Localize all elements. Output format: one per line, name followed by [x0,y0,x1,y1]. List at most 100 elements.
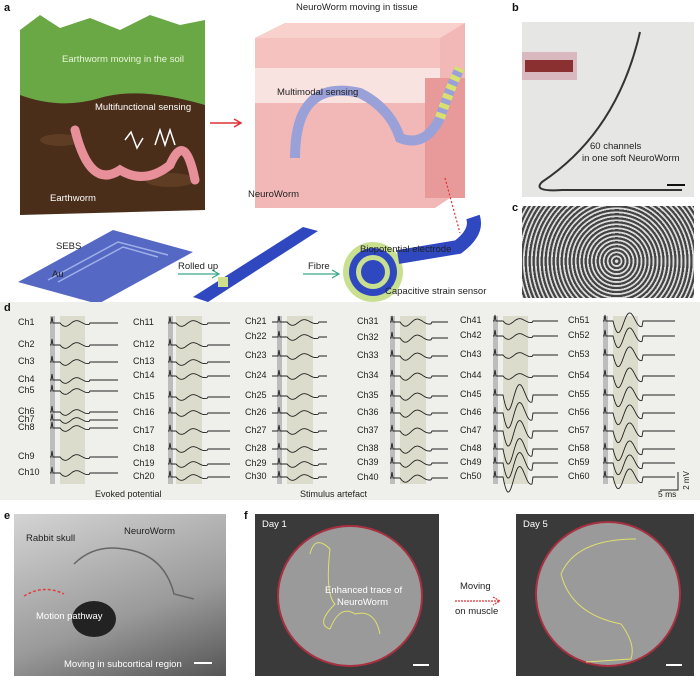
channel-trace [390,456,448,468]
channel-label: Ch14 [133,370,155,380]
day5-xray [516,514,694,676]
channel-label: Ch12 [133,339,155,349]
channel-trace [493,402,558,429]
stimulus-band [50,316,55,484]
channel-trace [272,424,327,435]
day1-label: Day 1 [262,519,287,530]
channel-label: Ch60 [568,471,590,481]
evoked-band [287,316,313,484]
channel-trace [603,327,675,349]
channel-trace [493,329,558,340]
channel-trace [390,315,448,327]
channel-label: Ch18 [133,443,155,453]
channel-trace [50,466,118,477]
recording-panel [0,302,700,500]
channel-trace [493,314,558,325]
channel-trace [603,367,675,389]
channel-label: Ch36 [357,407,379,417]
channel-label: Ch9 [18,451,35,461]
channel-label: Ch37 [357,425,379,435]
channel-trace [272,406,327,417]
panel-label-d: d [4,302,11,314]
channel-label: Ch26 [245,407,267,417]
fabrication-illustration [18,214,481,304]
enhanced-trace-label: Enhanced trace of [325,585,403,596]
channel-trace [168,390,230,401]
channel-label: Ch20 [133,471,155,481]
channel-trace [390,424,448,436]
channel-trace [390,369,448,381]
day5-label: Day 5 [523,519,548,530]
channel-label: Ch15 [133,391,155,401]
soil-illustration [20,15,205,215]
channel-trace [168,470,230,481]
channel-label: Ch38 [357,443,379,453]
stimulus-band [493,316,498,484]
channel-trace [168,442,230,453]
channel-trace [272,369,327,380]
moving-label: Moving [460,581,491,592]
panel-label-a: a [4,2,11,14]
channel-label: Ch1 [18,317,35,327]
channel-label: Ch19 [133,458,155,468]
motion-pathway-label: Motion pathway [36,611,103,622]
channel-label: Ch53 [568,349,590,359]
channel-label: Ch29 [245,458,267,468]
panel-label-e: e [4,510,11,522]
sem-image [522,206,694,298]
channel-trace [168,355,230,366]
channel-label: Ch32 [357,332,379,342]
channel-trace [390,331,448,343]
channel-label: Ch34 [357,370,379,380]
panel-label-c: c [512,202,519,214]
channel-label: Ch3 [18,356,35,366]
channel-label: Ch50 [460,471,482,481]
rabbit-xray [14,514,226,676]
scale-time-label: 5 ms [658,489,677,499]
channel-trace [50,338,118,349]
channel-trace [50,373,118,384]
channel-trace [272,349,327,360]
stimulus-band [277,316,282,484]
channel-trace [272,442,327,453]
channel-trace [50,405,118,416]
scale-voltage-label: 2 mV [681,471,691,490]
channel-label: Ch21 [245,316,267,326]
channel-trace [168,316,230,327]
channel-label: Ch7 [18,414,35,424]
e-neuroworm-label: NeuroWorm [124,526,176,537]
channel-label: Ch46 [460,407,482,417]
channel-trace [493,466,558,493]
b-caption-line2: in one soft NeuroWorm [582,153,680,164]
channel-trace [168,457,230,468]
earthworm-label: Earthworm [50,193,96,204]
channel-label: Ch56 [568,407,590,417]
channel-label: Ch57 [568,425,590,435]
channel-trace [603,454,675,476]
channel-label: Ch49 [460,457,482,467]
channel-trace [168,406,230,417]
channel-label: Ch42 [460,330,482,340]
tissue-title: NeuroWorm moving in tissue [296,2,418,13]
channel-trace [168,369,230,380]
channel-trace [493,452,558,479]
channel-trace [603,422,675,444]
channel-trace [50,316,118,327]
day1-xray [255,514,439,676]
stimulus-band [390,316,395,484]
au-label: Au [52,269,64,280]
channel-label: Ch41 [460,315,482,325]
subcortical-region-label: Moving in subcortical region [64,659,182,670]
channel-trace [390,442,448,454]
channel-label: Ch2 [18,339,35,349]
channel-label: Ch10 [18,467,40,477]
evoked-band [613,316,638,484]
capacitive-strain-sensor-label: Capacitive strain sensor [385,286,487,297]
channel-trace [50,413,118,424]
channel-trace [603,440,675,462]
channel-trace [390,471,448,483]
channel-trace [272,330,327,341]
multifunctional-sensing-label: Multifunctional sensing [95,102,192,113]
channel-trace [493,384,558,411]
